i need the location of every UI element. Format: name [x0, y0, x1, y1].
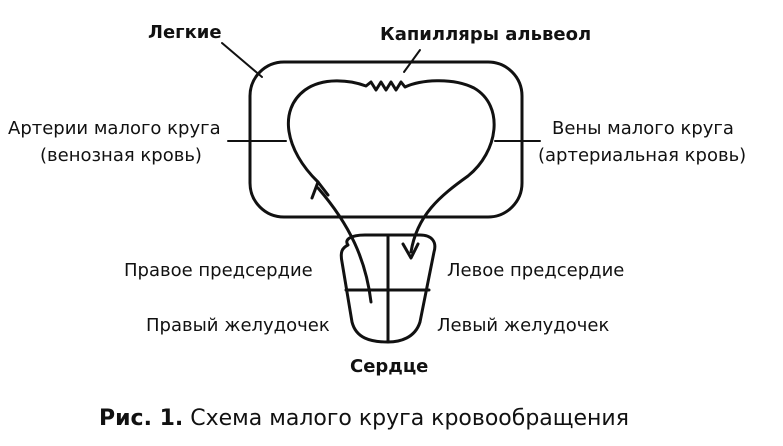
left-ventricle-label: Левый желудочек	[437, 315, 609, 336]
veins-label-line2: (артериальная кровь)	[538, 145, 746, 166]
artery-arrowhead	[310, 180, 330, 200]
left-atrium-label: Левое предсердие	[447, 260, 624, 281]
right-ventricle-label: Правый желудочек	[146, 315, 330, 336]
capillary-leader-line	[403, 49, 421, 73]
caption-text: Схема малого круга кровообращения	[183, 406, 629, 431]
veins-label-line1: Вены малого круга	[552, 118, 734, 139]
right-ventricle-to-artery-path	[316, 186, 373, 304]
figure-caption: Рис. 1. Схема малого круга кровообращени…	[99, 406, 629, 431]
left-atrium-arrowhead	[401, 242, 420, 260]
arteries-label-line2: (венозная кровь)	[40, 145, 202, 166]
alveoli-capillaries-label: Капилляры альвеол	[380, 24, 591, 45]
heart-label: Сердце	[350, 356, 428, 377]
caption-prefix: Рис. 1.	[99, 406, 183, 431]
right-atrium-label: Правое предсердие	[124, 260, 313, 281]
heart-outline	[339, 233, 437, 344]
lungs-outline	[248, 60, 524, 219]
lungs-leader-line	[221, 42, 263, 78]
lungs-label: Легкие	[148, 22, 222, 43]
arteries-label-line1: Артерии малого круга	[8, 118, 221, 139]
circulation-loop	[287, 79, 496, 254]
